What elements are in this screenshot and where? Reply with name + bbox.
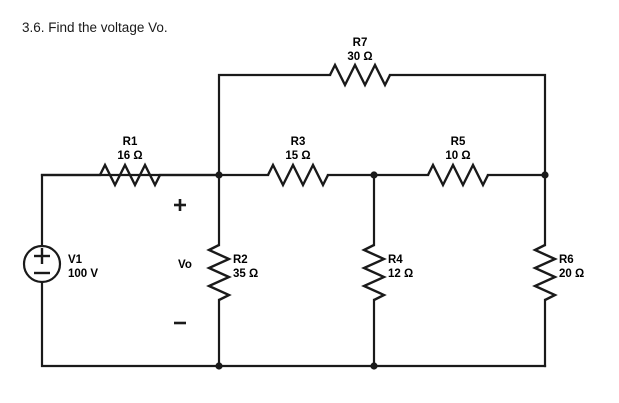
node-dot-top-middle	[370, 171, 378, 179]
label-v1-ref: V1	[68, 254, 83, 266]
resistor-r1-symbol	[98, 162, 162, 188]
label-r3-ref: R3	[291, 136, 306, 148]
label-vo: Vo	[178, 259, 192, 271]
label-r1-ref: R1	[123, 136, 138, 148]
node-dot-top-left	[215, 171, 223, 179]
node-dot-bottom-middle	[370, 362, 378, 370]
label-r2-value: 35 Ω	[233, 268, 258, 280]
resistor-r7-symbol	[328, 62, 392, 88]
page-title: 3.6. Find the voltage Vo.	[22, 20, 168, 35]
wire-top-r7-right	[388, 73, 547, 177]
label-r2-ref: R2	[233, 254, 248, 266]
resistor-r4-symbol	[361, 243, 387, 302]
wire-top-r7-branch	[217, 73, 332, 177]
label-r4-ref: R4	[388, 254, 403, 266]
wire-left-bottom	[40, 280, 221, 368]
label-r5-ref: R5	[451, 136, 466, 148]
resistor-r2-symbol	[206, 243, 232, 302]
resistor-r6-symbol	[532, 243, 558, 302]
node-dot-bottom-left	[215, 362, 223, 370]
label-r5-value: 10 Ω	[445, 150, 470, 162]
label-r7-value: 30 Ω	[347, 51, 372, 63]
resistor-r5-symbol	[426, 162, 490, 188]
label-r4-value: 12 Ω	[388, 268, 413, 280]
label-r3-value: 15 Ω	[285, 150, 310, 162]
label-v1-value: 100 V	[68, 268, 98, 280]
label-r6-value: 20 Ω	[559, 268, 584, 280]
node-dot-top-right	[541, 171, 549, 179]
wire-left-top	[40, 173, 221, 248]
label-r1-value: 16 Ω	[117, 150, 142, 162]
resistor-r3-symbol	[266, 162, 330, 188]
label-r6-ref: R6	[559, 254, 574, 266]
label-r7-ref: R7	[353, 37, 368, 49]
